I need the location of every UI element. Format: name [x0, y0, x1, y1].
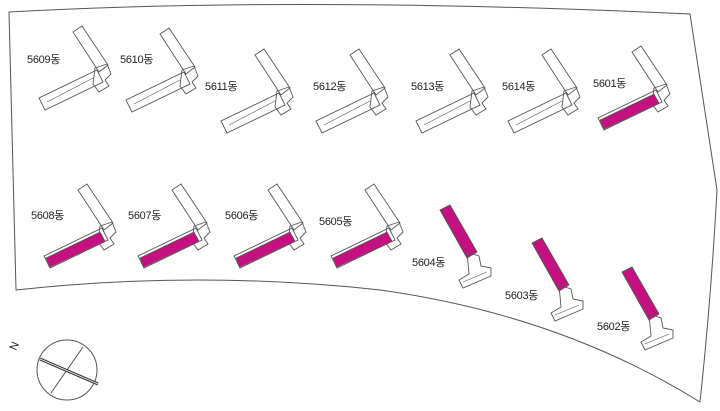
building-5604[interactable]: 5604동 — [412, 204, 492, 289]
building-core — [369, 86, 389, 116]
building-5603[interactable]: 5603동 — [505, 237, 584, 322]
building-label: 5611동 — [205, 81, 237, 93]
building-label: 5614동 — [502, 81, 535, 93]
building-wing-lower — [233, 227, 299, 269]
building-wing-upper — [72, 25, 109, 73]
building-bar — [439, 204, 478, 259]
building-5602[interactable]: 5602동 — [597, 266, 674, 351]
building-wing-upper — [449, 48, 486, 96]
building-wing-upper — [159, 27, 196, 75]
building-5606[interactable]: 5606동 — [225, 183, 307, 269]
building-highlight — [235, 231, 296, 268]
building-core — [469, 86, 489, 116]
building-wing-lower — [137, 227, 203, 269]
compass-north-needle-inner — [39, 358, 99, 385]
building-wing-lower — [220, 92, 286, 134]
building-label: 5602동 — [597, 321, 630, 333]
building-label: 5609동 — [27, 54, 60, 66]
compass-circle — [36, 339, 98, 401]
building-core — [274, 86, 294, 116]
building-wing-lower — [507, 92, 573, 134]
building-label: 5604동 — [412, 257, 445, 269]
compass-north-label: N — [8, 340, 22, 352]
building-5609[interactable]: 5609동 — [27, 25, 112, 111]
building-detail-line — [323, 100, 371, 126]
building-5605[interactable]: 5605동 — [319, 183, 404, 269]
building-5612[interactable]: 5612동 — [313, 48, 389, 134]
building-label: 5610동 — [120, 54, 153, 66]
building-core — [561, 86, 581, 116]
building-wing-lower — [330, 227, 396, 269]
building-wing-lower — [597, 89, 663, 131]
building-detail-line — [644, 333, 670, 345]
building-5611[interactable]: 5611동 — [205, 48, 294, 134]
building-wing-upper — [171, 183, 208, 231]
building-label: 5605동 — [319, 216, 352, 228]
building-detail-line — [423, 100, 471, 126]
buildings-layer: 5609동 5610동 5611동 5612동 5613동 5614동 5601동 5608동… — [27, 25, 674, 351]
site-boundary — [8, 3, 718, 403]
building-wing-lower — [315, 92, 381, 134]
building-detail-line — [462, 271, 488, 283]
building-label: 5608동 — [31, 210, 64, 222]
building-base — [550, 284, 584, 322]
building-wing-upper — [77, 183, 114, 231]
building-label: 5606동 — [225, 210, 258, 222]
building-base — [458, 251, 492, 289]
building-5607[interactable]: 5607동 — [128, 183, 211, 269]
building-wing-upper — [349, 48, 386, 96]
building-5610[interactable]: 5610동 — [120, 27, 199, 113]
building-wing-lower — [38, 69, 104, 111]
building-detail-line — [228, 100, 276, 126]
building-detail-line — [515, 100, 563, 126]
building-base — [640, 313, 674, 351]
building-5601[interactable]: 5601동 — [593, 45, 671, 131]
building-label: 5603동 — [505, 290, 538, 302]
building-bar — [621, 266, 660, 321]
building-core — [92, 63, 112, 93]
building-wing-upper — [364, 183, 401, 231]
building-bar — [531, 237, 570, 292]
building-core — [179, 65, 199, 95]
building-detail-line — [133, 79, 181, 105]
building-highlight — [599, 93, 660, 130]
building-5614[interactable]: 5614동 — [502, 48, 581, 134]
building-label: 5612동 — [313, 81, 346, 93]
building-label: 5601동 — [593, 78, 626, 90]
building-wing-upper — [541, 48, 578, 96]
building-highlight — [45, 231, 106, 268]
building-label: 5607동 — [128, 210, 161, 222]
building-5613[interactable]: 5613동 — [411, 48, 489, 134]
building-highlight — [332, 231, 393, 268]
building-wing-lower — [415, 92, 481, 134]
building-label: 5613동 — [411, 81, 444, 93]
building-wing-upper — [254, 48, 291, 96]
building-wing-lower — [125, 71, 191, 113]
building-wing-upper — [267, 183, 304, 231]
building-detail-line — [554, 304, 580, 316]
building-5608[interactable]: 5608동 — [31, 183, 117, 269]
building-wing-upper — [631, 45, 668, 93]
building-wing-lower — [43, 227, 109, 269]
compass: N — [8, 339, 99, 401]
building-highlight — [139, 231, 200, 268]
building-detail-line — [46, 77, 94, 103]
